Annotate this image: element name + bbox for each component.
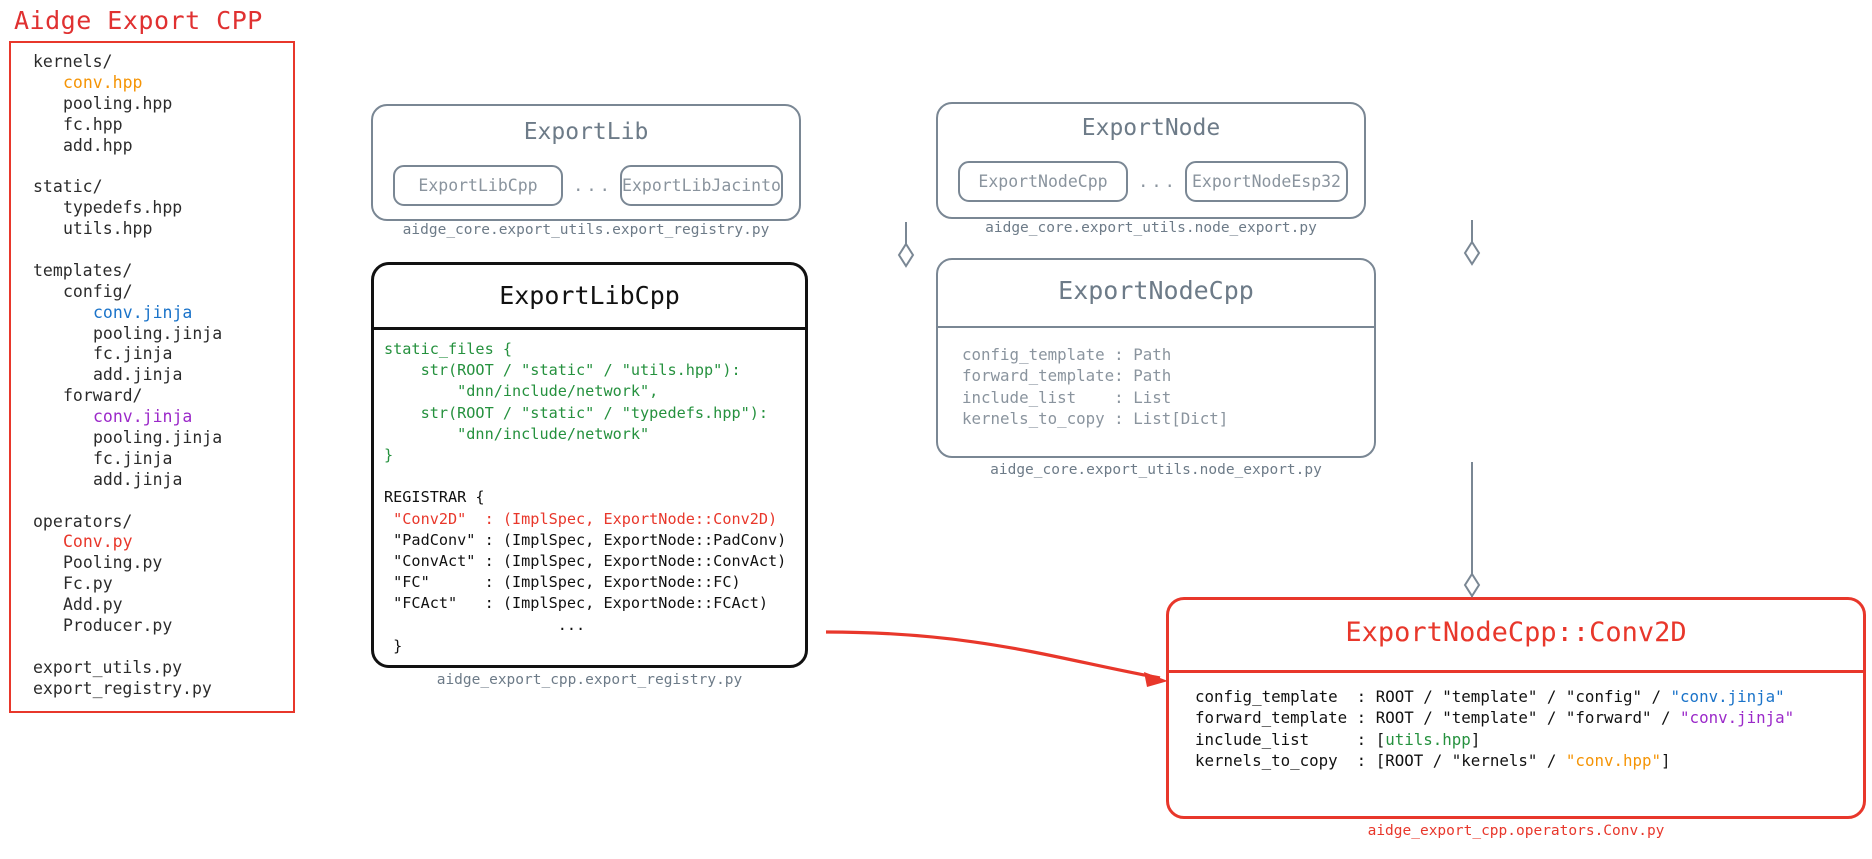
attribute-row: kernels_to_copy : List[Dict]	[962, 409, 1229, 429]
file-tree-item[interactable]: add.jinja	[93, 469, 183, 489]
export-lib-cpp-caption: aidge_export_cpp.export_registry.py	[436, 672, 743, 688]
file-tree-item[interactable]: add.jinja	[93, 365, 183, 385]
file-tree-item[interactable]: config/	[63, 281, 133, 301]
code-line: "FC" : (ImplSpec, ExportNode::FC)	[384, 573, 741, 592]
export-lib-jacinto-pill[interactable]: ExportLibJacinto	[620, 165, 783, 206]
code-line: "FCAct" : (ImplSpec, ExportNode::FCAct)	[384, 594, 769, 613]
inheritance-arrow-node-to-nodecpp	[1463, 220, 1481, 266]
code-line: static_files {	[384, 340, 513, 358]
export-lib-cpp-pill[interactable]: ExportLibCpp	[393, 165, 563, 206]
export-node-cpp-title: ExportNodeCpp	[1058, 276, 1254, 305]
export-lib-cpp-title: ExportLibCpp	[499, 281, 680, 310]
export-lib-caption: aidge_core.export_utils.export_registry.…	[402, 222, 770, 238]
file-tree-item[interactable]: Conv.py	[63, 532, 133, 552]
file-tree-item[interactable]: export_registry.py	[33, 678, 212, 698]
code-line: "ConvAct" : (ImplSpec, ExportNode::ConvA…	[384, 552, 787, 571]
divider	[1169, 670, 1863, 673]
file-tree-item[interactable]: fc.jinja	[93, 448, 173, 468]
export-node-cpp-attributes: config_template : Path forward_template: …	[962, 344, 1368, 430]
conv2d-caption: aidge_export_cpp.operators.Conv.py	[1367, 823, 1665, 839]
export-lib-cpp-code: static_files { str(ROOT / "static" / "ut…	[384, 339, 799, 657]
inheritance-arrow-lib-to-libcpp	[897, 222, 915, 268]
code-line: config_template : ROOT / "template" / "c…	[1195, 687, 1785, 706]
export-node-cpp-caption: aidge_core.export_utils.node_export.py	[990, 462, 1322, 478]
code-line: }	[384, 446, 394, 465]
export-node-cpp-pill[interactable]: ExportNodeCpp	[958, 161, 1128, 202]
divider	[938, 326, 1374, 328]
code-line: REGISTRAR {	[384, 488, 485, 507]
file-tree-item[interactable]: utils.hpp	[63, 219, 153, 239]
file-tree-item[interactable]: Producer.py	[63, 616, 173, 636]
file-tree-item[interactable]: conv.hpp	[63, 72, 143, 92]
attribute-row: config_template : Path	[962, 345, 1172, 364]
file-tree-item[interactable]: pooling.hpp	[63, 93, 173, 113]
export-node-caption: aidge_core.export_utils.node_export.py	[985, 220, 1317, 236]
attribute-row: include_list : List	[962, 387, 1172, 407]
file-tree-item[interactable]: forward/	[63, 386, 143, 406]
code-line: str(ROOT / "static" / "typedefs.hpp"):	[384, 403, 769, 422]
export-node-cpp-card: ExportNodeCpp config_template : Path forw…	[936, 258, 1376, 458]
file-tree-item[interactable]: kernels/	[33, 52, 113, 71]
code-line: "Conv2D" : (ImplSpec, ExportNode::Conv2D…	[384, 509, 778, 528]
file-tree-item[interactable]: Add.py	[63, 595, 123, 615]
conv2d-card: ExportNodeCpp::Conv2D config_template : …	[1166, 597, 1866, 819]
file-tree-item[interactable]: export_utils.py	[33, 657, 183, 677]
conv2d-title: ExportNodeCpp::Conv2D	[1345, 617, 1687, 648]
code-line: "PadConv" : (ImplSpec, ExportNode::PadCo…	[384, 530, 787, 549]
file-tree-item[interactable]: fc.hpp	[63, 114, 123, 134]
export-lib-title: ExportLib	[523, 119, 649, 145]
export-node-card: ExportNode ExportNodeCpp ... ExportNodeE…	[936, 102, 1366, 219]
file-tree-item[interactable]: typedefs.hpp	[63, 198, 183, 218]
code-line: ...	[384, 615, 586, 634]
code-line: kernels_to_copy : [ROOT / "kernels" / "c…	[1195, 751, 1671, 771]
inheritance-arrow-nodecpp-to-conv2d	[1463, 462, 1481, 598]
file-tree-item[interactable]: pooling.jinja	[93, 428, 223, 448]
file-tree-item[interactable]: Fc.py	[63, 574, 113, 594]
export-lib-ellipsis: ...	[573, 176, 613, 196]
red-arrow-registrar-to-conv2d	[825, 630, 1168, 687]
export-lib-card: ExportLib ExportLibCpp ... ExportLibJaci…	[371, 104, 801, 221]
export-node-esp32-pill[interactable]: ExportNodeEsp32	[1185, 161, 1348, 202]
code-line: "dnn/include/network"	[384, 424, 650, 443]
code-line: str(ROOT / "static" / "utils.hpp"):	[384, 361, 741, 380]
file-tree-item[interactable]: templates/	[33, 260, 133, 280]
export-node-title: ExportNode	[1081, 115, 1221, 141]
code-line: include_list : [utils.hpp]	[1195, 729, 1481, 749]
export-lib-cpp-card: ExportLibCpp static_files { str(ROOT / "…	[371, 262, 808, 668]
conv2d-attributes: config_template : ROOT / "template" / "c…	[1195, 686, 1857, 772]
file-tree-item[interactable]: fc.jinja	[93, 344, 173, 364]
file-tree-item[interactable]: pooling.jinja	[93, 323, 223, 343]
code-line: forward_template : ROOT / "template" / "…	[1195, 708, 1795, 728]
file-tree-item[interactable]: operators/	[33, 511, 133, 531]
page-title: Aidge Export CPP	[14, 6, 263, 35]
code-line: "dnn/include/network",	[384, 382, 659, 401]
export-node-ellipsis: ...	[1138, 172, 1178, 192]
code-line: }	[384, 636, 403, 655]
attribute-row: forward_template: Path	[962, 366, 1172, 386]
divider	[374, 327, 805, 330]
file-tree-item[interactable]: static/	[33, 177, 103, 197]
file-tree-item[interactable]: conv.jinja	[93, 302, 193, 322]
file-tree-item[interactable]: add.hpp	[63, 135, 133, 155]
code-line	[384, 466, 799, 487]
file-tree-item[interactable]: Pooling.py	[63, 553, 163, 573]
file-tree-item[interactable]: conv.jinja	[93, 407, 193, 427]
